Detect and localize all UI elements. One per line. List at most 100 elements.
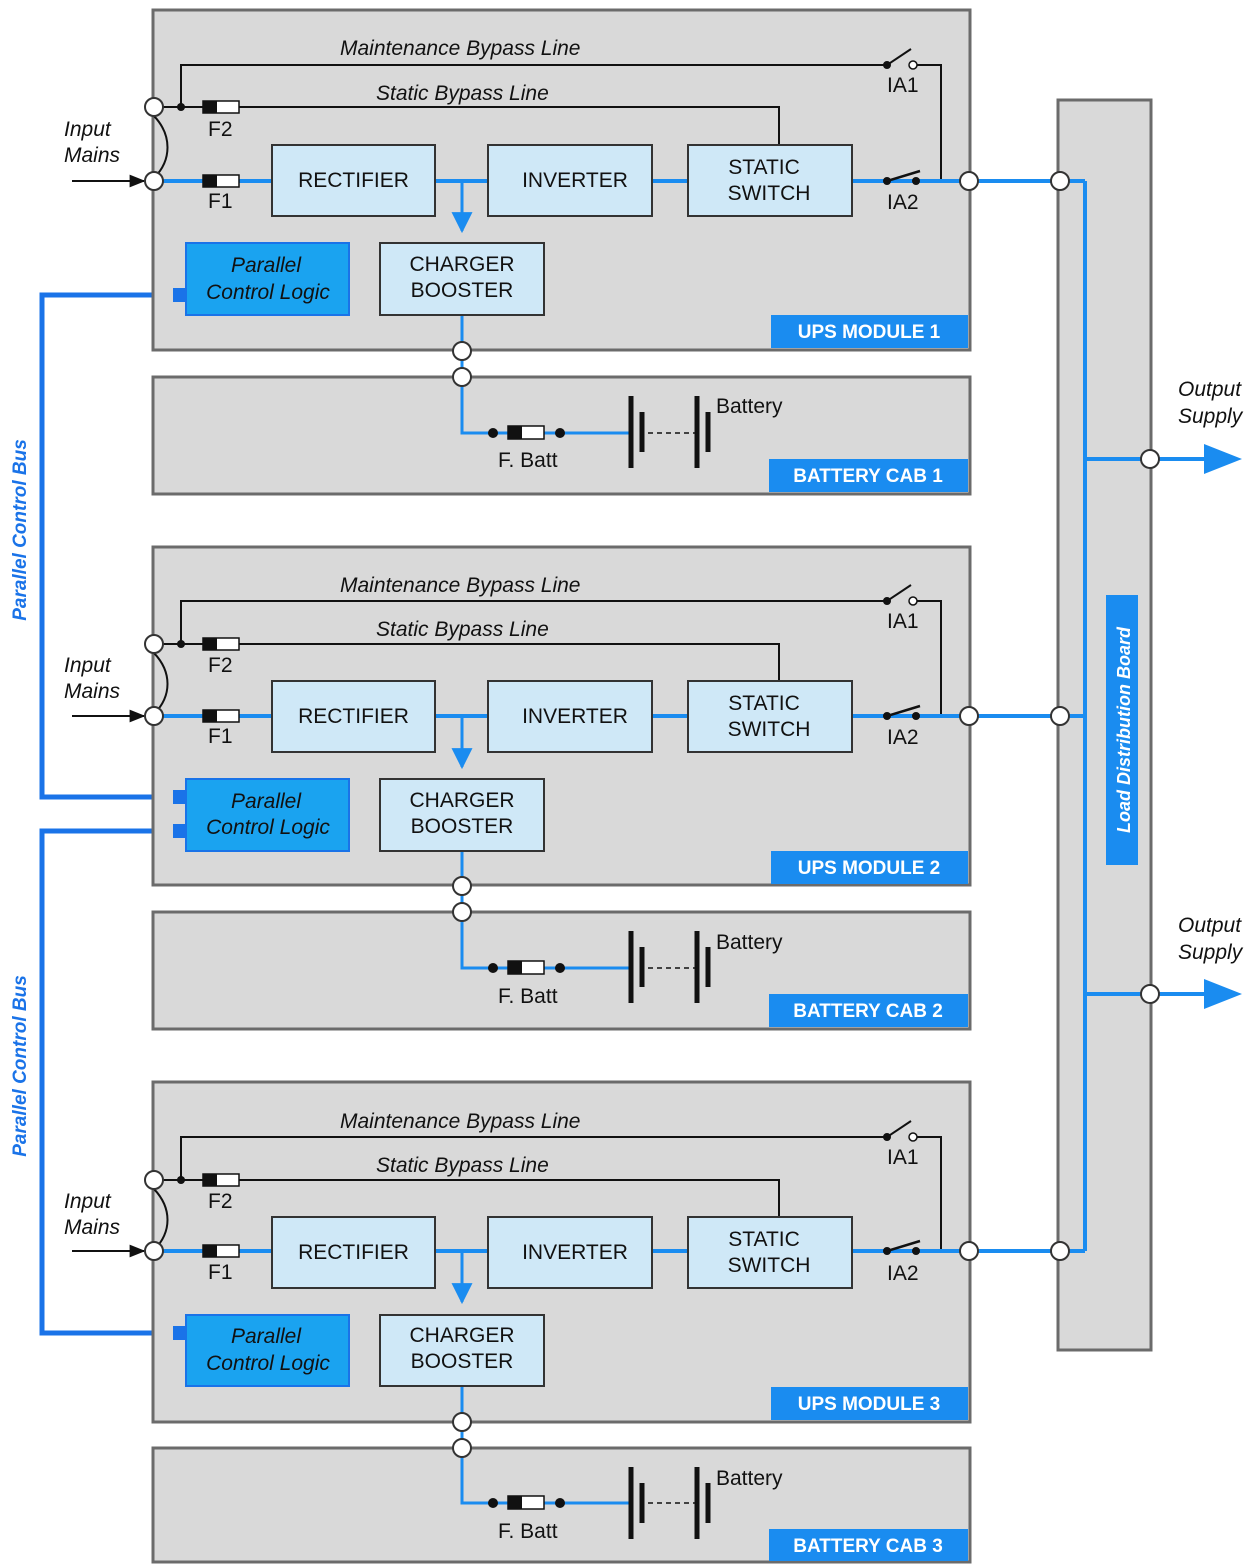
parallel-control-logic-block: Parallel Control Logic (173, 1314, 350, 1387)
switch-ia1: IA1 (883, 1120, 919, 1169)
switch-ia2: IA2 (883, 169, 921, 214)
charger-label-line1: CHARGER (409, 253, 514, 276)
battery-cab-label: BATTERY CAB 3 (793, 1536, 943, 1557)
battery-cab-2: F. Batt Battery BATTERY CAB 2 (151, 910, 972, 1031)
rectifier-block: RECTIFIER (271, 1216, 436, 1289)
parallel-control-logic-block: Parallel Control Logic (173, 242, 350, 316)
fuse-f1-label: F1 (208, 725, 233, 748)
switch-ia2: IA2 (883, 704, 921, 749)
battery-icon: Battery (628, 395, 783, 468)
rectifier-block: RECTIFIER (271, 680, 436, 753)
static-switch-label-line2: SWITCH (728, 1254, 811, 1277)
switch-ia1: IA1 (883, 48, 919, 97)
switch-ia2-label: IA2 (887, 1262, 919, 1285)
rectifier-label: RECTIFIER (298, 1241, 409, 1264)
ups-module-1: Maintenance Bypass Line Static Bypass Li… (64, 8, 1085, 377)
fuse-f2: F2 (202, 637, 240, 677)
battery-icon: Battery (628, 1467, 783, 1539)
rectifier-label: RECTIFIER (298, 169, 409, 192)
pcl-label-line1: Parallel (231, 1325, 302, 1348)
switch-ia2: IA2 (883, 1239, 921, 1285)
input-mains: Input Mains (64, 654, 146, 723)
static-switch-block: STATIC SWITCH (687, 1216, 853, 1289)
fuse-f1-label: F1 (208, 1261, 233, 1284)
switch-ia1-label: IA1 (887, 610, 919, 633)
charger-label-line1: CHARGER (409, 1324, 514, 1347)
fuse-f2-label: F2 (208, 118, 233, 141)
parallel-control-bus-1: Parallel Control Bus (10, 292, 180, 800)
pcl-label-line1: Parallel (231, 254, 302, 277)
inverter-block: INVERTER (487, 680, 653, 753)
inverter-block: INVERTER (487, 1216, 653, 1289)
load-distribution-board-label: Load Distribution Board (1114, 626, 1134, 833)
battery-cab-label: BATTERY CAB 1 (793, 466, 943, 487)
pcl-label-line1: Parallel (231, 790, 302, 813)
fuse-batt: F. Batt (488, 960, 565, 1008)
fuse-f2-label: F2 (208, 654, 233, 677)
inverter-label: INVERTER (522, 705, 628, 728)
output-supply-label-line2: Supply (1178, 941, 1244, 964)
battery-label: Battery (716, 395, 783, 418)
charger-booster-block: CHARGER BOOSTER (379, 778, 545, 852)
static-bypass-label: Static Bypass Line (376, 618, 549, 641)
pcl-label-line2: Control Logic (206, 281, 330, 304)
fuse-f2-label: F2 (208, 1190, 233, 1213)
inverter-label: INVERTER (522, 1241, 628, 1264)
input-mains-label-line2: Mains (64, 680, 121, 703)
ups-module-2: Maintenance Bypass Line Static Bypass Li… (64, 545, 1085, 912)
battery-cab-1: F. Batt Battery BATTERY CAB 1 (151, 375, 972, 496)
inverter-label: INVERTER (522, 169, 628, 192)
ups-module-label: UPS MODULE 3 (798, 1394, 941, 1415)
input-mains: Input Mains (64, 1190, 146, 1258)
parallel-control-bus-label-2: Parallel Control Bus (10, 975, 31, 1157)
maintenance-bypass-label: Maintenance Bypass Line (340, 1110, 581, 1133)
battery-cab-3: F. Batt Battery BATTERY CAB 3 (151, 1446, 972, 1564)
fuse-f1: F1 (202, 1244, 240, 1284)
switch-ia1-label: IA1 (887, 1146, 919, 1169)
battery-label: Battery (716, 1467, 783, 1490)
input-mains: Input Mains (64, 118, 146, 188)
charger-label-line2: BOOSTER (411, 1350, 514, 1373)
output-supply-2: Output Supply (1085, 914, 1244, 1009)
switch-ia2-label: IA2 (887, 191, 919, 214)
static-switch-label-line1: STATIC (728, 1228, 800, 1251)
pcl-label-line2: Control Logic (206, 1352, 330, 1375)
static-switch-label-line1: STATIC (728, 692, 800, 715)
static-switch-label-line2: SWITCH (728, 182, 811, 205)
maintenance-bypass-label: Maintenance Bypass Line (340, 37, 581, 60)
parallel-control-logic-block: Parallel Control Logic (173, 778, 350, 852)
ups-module-label: UPS MODULE 1 (798, 322, 941, 343)
inverter-block: INVERTER (487, 144, 653, 217)
input-mains-label-line1: Input (64, 118, 112, 141)
static-switch-label-line2: SWITCH (728, 718, 811, 741)
charger-booster-block: CHARGER BOOSTER (379, 1314, 545, 1387)
switch-ia1: IA1 (883, 584, 919, 633)
fuse-batt-label: F. Batt (498, 1520, 558, 1543)
ups-module-3: Maintenance Bypass Line Static Bypass Li… (64, 1080, 1085, 1448)
fuse-f1: F1 (202, 709, 240, 748)
input-mains-label-line2: Mains (64, 144, 121, 167)
fuse-f1-label: F1 (208, 190, 233, 213)
switch-ia1-label: IA1 (887, 74, 919, 97)
battery-cab-label: BATTERY CAB 2 (793, 1001, 943, 1022)
static-bypass-label: Static Bypass Line (376, 82, 549, 105)
fuse-f2: F2 (202, 100, 240, 141)
charger-label-line2: BOOSTER (411, 815, 514, 838)
output-supply-label-line1: Output (1178, 378, 1242, 401)
fuse-batt: F. Batt (488, 425, 565, 472)
load-distribution-board: Load Distribution Board (1056, 98, 1153, 1352)
fuse-f2: F2 (202, 1173, 240, 1213)
pcl-label-line2: Control Logic (206, 816, 330, 839)
output-supply-1: Output Supply (1085, 378, 1244, 474)
battery-icon: Battery (628, 931, 783, 1003)
input-mains-label-line1: Input (64, 654, 112, 677)
fuse-batt-label: F. Batt (498, 449, 558, 472)
charger-label-line2: BOOSTER (411, 279, 514, 302)
fuse-batt-label: F. Batt (498, 985, 558, 1008)
fuse-batt: F. Batt (488, 1495, 565, 1543)
input-mains-label-line1: Input (64, 1190, 112, 1213)
parallel-control-bus-label-1: Parallel Control Bus (10, 439, 31, 621)
charger-label-line1: CHARGER (409, 789, 514, 812)
maintenance-bypass-label: Maintenance Bypass Line (340, 574, 581, 597)
